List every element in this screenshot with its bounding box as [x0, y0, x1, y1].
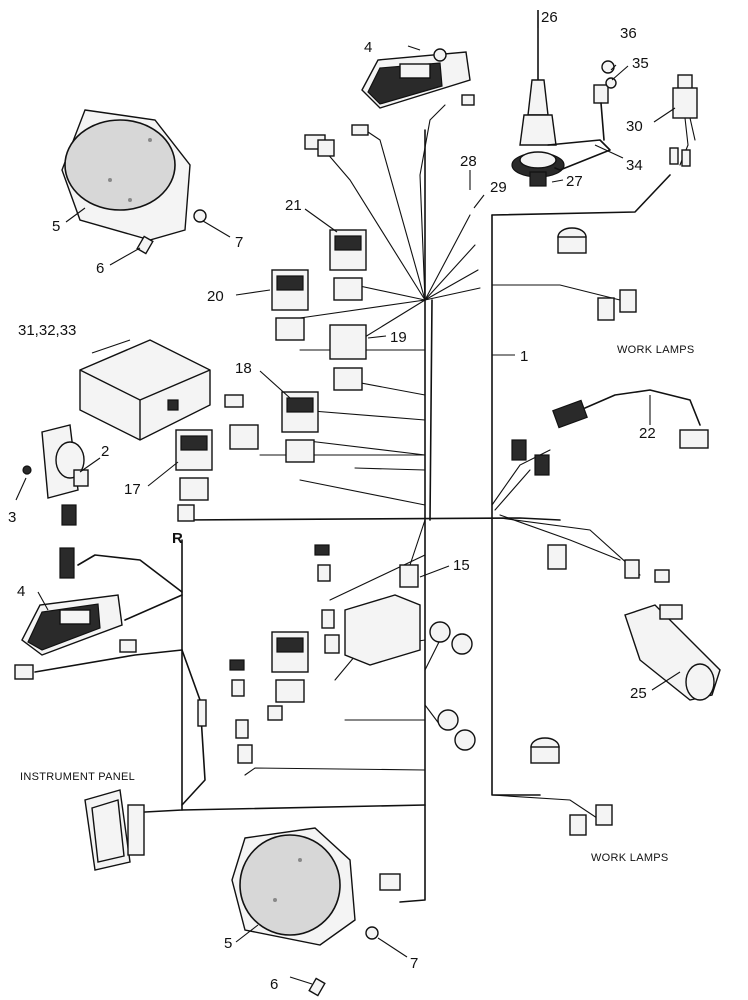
caption-work-lamps-lower: WORK LAMPS: [591, 852, 669, 864]
caption-instrument-panel: INSTRUMENT PANEL: [20, 771, 135, 783]
switch-19-icon: [329, 324, 367, 391]
inline-fuse-icon: [197, 699, 207, 727]
work-lamp-upper-icon: [557, 227, 637, 321]
nut-7-top-icon: [193, 209, 207, 223]
callout-18: 18: [235, 360, 252, 377]
callout-1: 1: [520, 348, 528, 365]
control-module-icon: [79, 339, 211, 441]
nut-36-icon: [601, 60, 615, 74]
callout-25: 25: [630, 685, 647, 702]
callout-4-bottom: 4: [17, 583, 25, 600]
callout-31-32-33: 31,32,33: [18, 322, 76, 339]
callout-20: 20: [207, 288, 224, 305]
callout-3: 3: [8, 509, 16, 526]
switch-20-icon: [271, 269, 309, 341]
switch-30-icon: [669, 74, 698, 167]
callout-7-top: 7: [235, 234, 243, 251]
callout-19: 19: [390, 329, 407, 346]
connectors-mid-right-icon: [511, 439, 670, 583]
work-lamp-lower-icon: [530, 737, 613, 836]
screw-6-top-icon: [136, 235, 154, 255]
callout-7-bottom: 7: [410, 955, 418, 972]
screw-6-bottom-icon: [308, 977, 326, 997]
antenna-assembly: [511, 10, 611, 187]
switch-18-icon: [224, 391, 319, 463]
callout-34: 34: [626, 157, 643, 174]
instrument-panel-connector-icon: [84, 789, 145, 871]
callout-17: 17: [124, 481, 141, 498]
speaker-top-icon: [61, 109, 191, 241]
callout-5-top: 5: [52, 218, 60, 235]
caption-work-lamps-upper: WORK LAMPS: [617, 344, 695, 356]
lamp-sockets-mid-icon: [429, 621, 476, 751]
callout-36: 36: [620, 25, 637, 42]
callout-6-bottom: 6: [270, 976, 278, 993]
callout-4-top: 4: [364, 39, 372, 56]
callout-21: 21: [285, 197, 302, 214]
callout-35: 35: [632, 55, 649, 72]
callout-5-bottom: 5: [224, 935, 232, 952]
nut-35-icon: [605, 77, 617, 89]
speaker-bottom-icon: [231, 827, 356, 946]
relay-box-15-icon: [314, 544, 421, 666]
leader-lines: [15, 20, 681, 985]
socket-2-icon: [41, 424, 89, 526]
switch-lower-icon: [229, 631, 309, 764]
connector-22-icon: [552, 389, 709, 449]
switch-17-icon: [175, 429, 213, 522]
dome-lamp-bottom-icon: [14, 547, 137, 680]
callout-29: 29: [490, 179, 507, 196]
callout-15: 15: [453, 557, 470, 574]
nut-7-bottom-icon: [365, 926, 379, 940]
callout-6-top: 6: [96, 260, 104, 277]
callout-labels: 26 36 35 4 30 28 29 27 34 5 7 6 21 20 19…: [8, 9, 656, 993]
callout-27: 27: [566, 173, 583, 190]
harness-mark-r: R: [172, 530, 183, 547]
callout-26: 26: [541, 9, 558, 26]
callout-22: 22: [639, 425, 656, 442]
callout-30: 30: [626, 118, 643, 135]
callout-28: 28: [460, 153, 477, 170]
screw-3-icon: [22, 465, 32, 475]
speaker-lead-connector-icon: [379, 873, 401, 891]
callout-2: 2: [101, 443, 109, 460]
wiper-motor-25-icon: [624, 604, 721, 701]
dome-lamp-top-icon: [304, 48, 475, 157]
switch-21-icon: [329, 229, 367, 301]
